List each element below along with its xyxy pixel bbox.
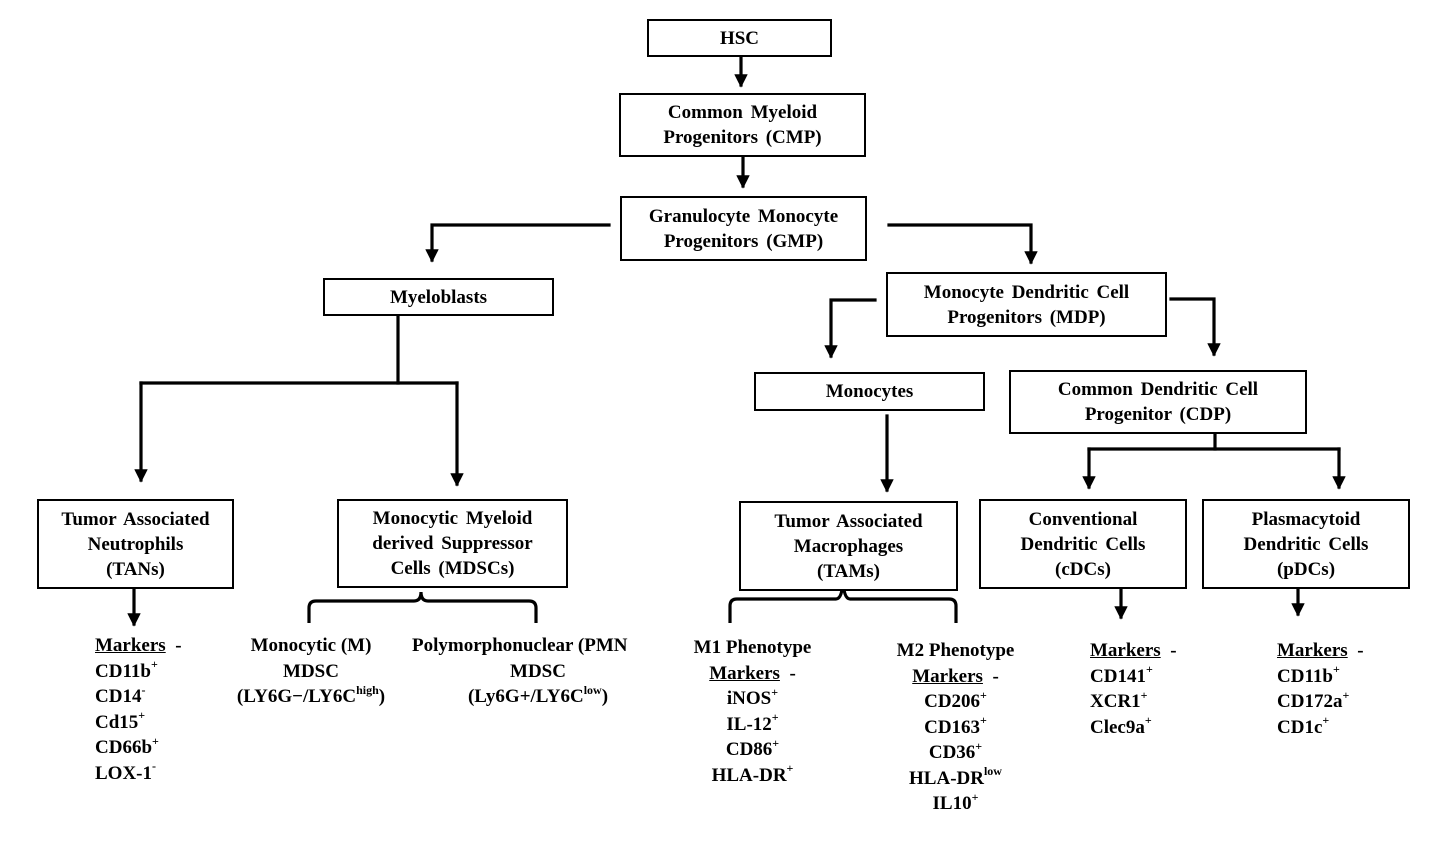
brace-mdsc-subtypes [307,591,538,623]
m2-title: M2 Phenotype [896,640,1015,661]
marker-item: CD206+ [924,687,987,712]
marker-item: XCR1+ [1090,687,1148,712]
pmn-mdsc-label: Polymorphonuclear (PMN) MDSC (Ly6G+/LY6C… [412,635,628,707]
node-label: Tumor Associated [61,508,210,530]
marker-item: CD11b+ [95,657,158,682]
node-label: Dendritic Cells [1243,533,1369,555]
markers-dash: - [175,635,182,656]
marker-item: IL-12+ [726,710,779,735]
node-mdp: Monocyte Dendritic Cell Progenitors (MDP… [886,272,1167,337]
node-label: (TAMs) [817,560,880,582]
marker-item: CD14- [95,682,146,707]
node-label: Monocytic Myeloid [372,508,533,529]
arrow-gmp-myeloblasts [425,223,611,263]
marker-item: iNOS+ [726,684,779,709]
node-label: Progenitors (CMP) [663,127,822,148]
node-myeloblasts: Myeloblasts [323,278,554,316]
node-mdscs: Monocytic Myeloid derived Suppressor Cel… [337,499,568,588]
marker-item: CD163+ [924,713,987,738]
arrow-gmp-mdp [887,223,1038,265]
node-cdcs: Conventional Dendritic Cells (cDCs) [979,499,1187,589]
node-label: (cDCs) [1055,558,1111,580]
node-label: Monocyte Dendritic Cell [923,281,1130,303]
node-label: Progenitors (MDP) [947,306,1106,328]
node-label: Tumor Associated [774,510,923,532]
node-label: Myeloblasts [389,286,488,308]
node-label: Macrophages [793,535,904,557]
node-label: Common Dendritic Cell [1057,379,1259,400]
node-label: Progenitor (CDP) [1084,404,1232,425]
node-cdp: Common Dendritic Cell Progenitor (CDP) [1009,370,1307,434]
node-gmp: Granulocyte Monocyte Progenitors (GMP) [620,196,867,261]
node-label: Dendritic Cells [1020,533,1146,555]
m2-phenotype: M2 Phenotype Markers - CD206+ CD163+ CD3… [883,638,1028,817]
marker-item: HLA-DR+ [711,761,794,786]
node-label: Cells (MDSCs) [390,558,515,579]
markers-heading: Markers - [709,662,796,684]
node-monocytes: Monocytes [754,372,985,411]
node-label: (TANs) [106,558,165,580]
marker-item: HLA-DRlow [909,764,1002,789]
markers-heading: Markers - [95,633,182,659]
cdc-markers-list: Markers - CD141+ XCR1+ Clec9a+ [1090,638,1177,740]
node-hsc: HSC [647,19,832,57]
marker-item: LOX-1- [95,759,156,784]
m1-phenotype: M1 Phenotype Markers - iNOS+ IL-12+ CD86… [680,635,825,788]
node-label: Neutrophils [87,533,184,555]
marker-item: Cd15+ [95,708,146,733]
node-label: Conventional [1028,508,1138,530]
marker-item: Clec9a+ [1090,713,1152,738]
node-pdcs: Plasmacytoid Dendritic Cells (pDCs) [1202,499,1410,589]
tan-markers-list: Markers - CD11b+ CD14- Cd15+ CD66b+ LOX-… [95,633,182,786]
marker-item: CD86+ [725,735,780,760]
arrow-mdp-monocytes [824,298,877,359]
node-tans: Tumor Associated Neutrophils (TANs) [37,499,234,589]
marker-item: CD11b+ [1277,662,1340,687]
node-tams: Tumor Associated Macrophages (TAMs) [739,501,958,591]
marker-item: CD36+ [928,738,983,763]
markers-heading: Markers - [1277,640,1364,661]
node-label: Granulocyte Monocyte [648,205,839,227]
node-label: Plasmacytoid [1251,508,1361,530]
node-cmp: Common Myeloid Progenitors (CMP) [619,93,866,157]
marker-item: CD141+ [1090,662,1153,687]
node-label: Monocytes [825,381,914,402]
arrow-mdp-cdp [1169,297,1221,357]
markers-label: Markers [95,635,166,656]
marker-item: CD172a+ [1277,687,1350,712]
node-label: Progenitors (GMP) [663,230,824,252]
markers-heading: Markers - [912,665,999,687]
pdc-markers-list: Markers - CD11b+ CD172a+ CD1c+ [1277,638,1364,740]
markers-heading: Markers - [1090,640,1177,661]
marker-item: CD66b+ [95,733,159,758]
marker-item: IL10+ [932,789,979,814]
m-mdsc-label: Monocytic (M) MDSC (LY6G−/LY6Chigh) [236,635,386,707]
node-label: derived Suppressor [372,533,533,554]
node-label: HSC [719,27,760,49]
marker-item: CD1c+ [1277,713,1330,738]
m1-title: M1 Phenotype [693,637,812,658]
node-label: Common Myeloid [667,102,818,123]
node-label: (pDCs) [1276,558,1336,580]
